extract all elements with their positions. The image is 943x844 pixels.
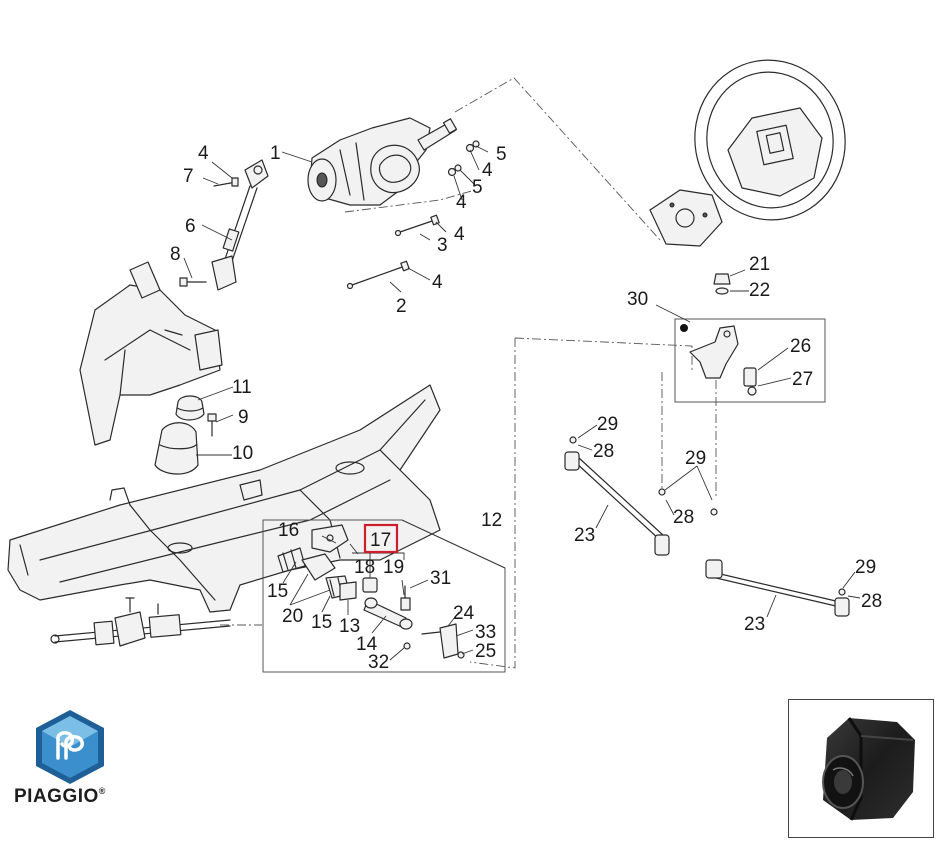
callout-21: 21 bbox=[749, 254, 770, 275]
long-bolts[interactable] bbox=[346, 214, 440, 290]
callout-28: 28 bbox=[593, 441, 614, 462]
callout-29: 29 bbox=[685, 448, 706, 469]
callout-5: 5 bbox=[496, 144, 507, 165]
callout-23: 23 bbox=[574, 525, 595, 546]
callout-28: 28 bbox=[861, 591, 882, 612]
callout-28: 28 bbox=[673, 507, 694, 528]
column-nuts[interactable] bbox=[447, 140, 480, 177]
callout-14: 14 bbox=[356, 634, 378, 655]
callout-4: 4 bbox=[456, 192, 467, 213]
callout-23: 23 bbox=[744, 614, 765, 635]
callout-4: 4 bbox=[482, 160, 493, 181]
bushing-photo bbox=[788, 699, 934, 838]
callout-7: 7 bbox=[183, 166, 194, 187]
callout-15: 15 bbox=[267, 581, 288, 602]
brand-name-text: PIAGGIO bbox=[14, 786, 99, 807]
piaggio-logo bbox=[14, 708, 149, 813]
column-boot[interactable] bbox=[154, 395, 205, 475]
callout-27: 27 bbox=[792, 369, 813, 390]
registered-mark: ® bbox=[98, 786, 106, 796]
idler-arm[interactable] bbox=[680, 273, 757, 396]
chassis-frame bbox=[7, 384, 441, 613]
selector-parts[interactable] bbox=[277, 524, 465, 659]
callout-1: 1 bbox=[270, 143, 281, 164]
gear-shift-kit-box bbox=[262, 519, 506, 673]
steering-column-assembly[interactable] bbox=[307, 117, 458, 206]
callout-24: 24 bbox=[453, 603, 475, 624]
callout-6: 6 bbox=[185, 216, 196, 237]
callout-20: 20 bbox=[282, 606, 303, 627]
callout-13: 13 bbox=[339, 616, 360, 637]
tie-rod-upper[interactable] bbox=[564, 436, 670, 556]
idler-arm-box bbox=[674, 318, 826, 403]
callout-5: 5 bbox=[472, 177, 483, 198]
callout-3: 3 bbox=[437, 235, 448, 256]
callout-8: 8 bbox=[170, 244, 181, 265]
steering-wheel[interactable] bbox=[649, 48, 858, 247]
callout-4: 4 bbox=[454, 224, 465, 245]
leader-lines bbox=[183, 145, 861, 661]
callout-2: 2 bbox=[396, 296, 407, 317]
callout-31: 31 bbox=[430, 568, 451, 589]
callout-16: 16 bbox=[278, 520, 299, 541]
callout-30: 30 bbox=[627, 289, 648, 310]
bolts-small[interactable] bbox=[179, 177, 239, 437]
column-bracket[interactable] bbox=[79, 261, 223, 446]
callout-11: 11 bbox=[232, 377, 252, 398]
callout-29: 29 bbox=[597, 414, 618, 435]
callout-19: 19 bbox=[383, 557, 404, 578]
highlight-box-17 bbox=[363, 523, 399, 554]
callout-15: 15 bbox=[311, 612, 332, 633]
brand-name: PIAGGIO® bbox=[14, 786, 106, 808]
callout-25: 25 bbox=[475, 641, 496, 662]
intermediate-shaft[interactable] bbox=[211, 159, 269, 291]
callout-4: 4 bbox=[198, 143, 209, 164]
callout-33: 33 bbox=[475, 622, 496, 643]
callout-26: 26 bbox=[790, 336, 811, 357]
callout-labels: 1 4 7 6 8 5 4 5 4 4 3 4 2 11 9 10 21 22 … bbox=[170, 143, 882, 673]
callout-18: 18 bbox=[354, 557, 375, 578]
callout-12: 12 bbox=[481, 510, 502, 531]
callout-9: 9 bbox=[238, 407, 249, 428]
connection-lines bbox=[220, 77, 717, 669]
callout-22: 22 bbox=[749, 280, 770, 301]
callout-32: 32 bbox=[368, 652, 389, 673]
callout-17: 17 bbox=[370, 530, 391, 551]
steering-rack[interactable] bbox=[50, 597, 231, 647]
tie-rod-lower[interactable] bbox=[705, 508, 850, 617]
callout-29: 29 bbox=[855, 557, 876, 578]
callout-4: 4 bbox=[432, 272, 443, 293]
callout-10: 10 bbox=[232, 443, 253, 464]
